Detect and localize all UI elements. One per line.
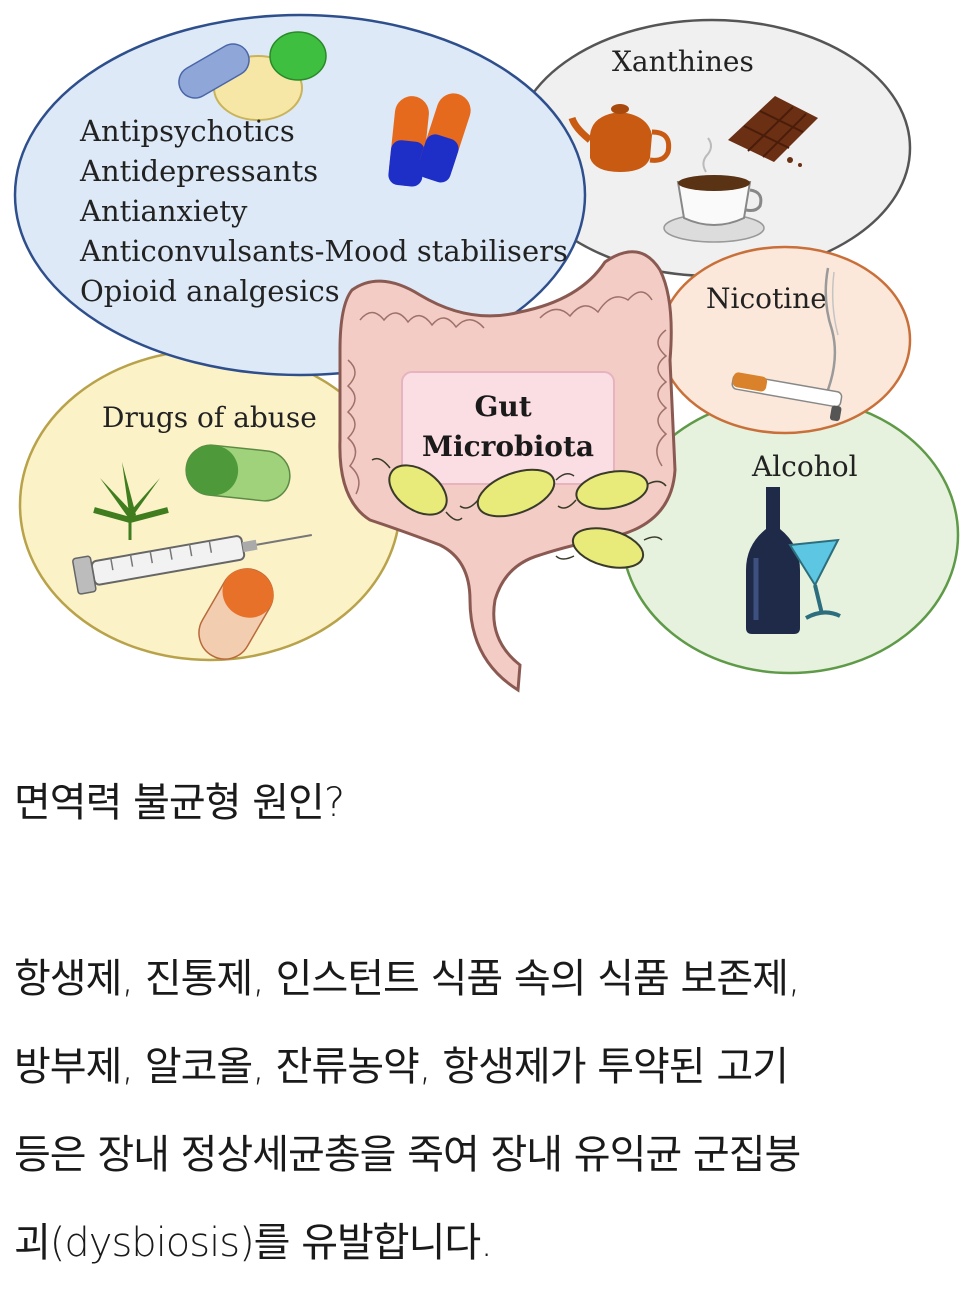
psychotropic-item: Antidepressants <box>79 154 318 188</box>
center-label-line: Microbiota <box>422 430 594 463</box>
alcohol-label: Alcohol <box>751 450 858 483</box>
syringe-icon <box>72 534 312 595</box>
psychotropic-item: Antipsychotics <box>79 114 295 148</box>
svg-text:Antipsychotics Antidepress: Antipsychotics Antidepressants Antianxie… <box>79 114 577 308</box>
psychotropic-item: Anticonvulsants-Mood stabilisers <box>79 234 568 268</box>
pill-capsule-icon <box>178 31 471 187</box>
wine-bottle-icon <box>746 487 800 634</box>
cigarette-icon <box>731 267 843 422</box>
cannabis-leaf-icon <box>93 462 169 540</box>
psychotropic-item: Antianxiety <box>79 194 248 228</box>
gut-microbiota-diagram: Antipsychotics Antidepressants Antianxie… <box>13 13 960 693</box>
intestine-icon <box>338 250 677 693</box>
cocktail-glass-icon <box>788 538 841 620</box>
psychotropic-item: Opioid analgesics <box>80 274 340 308</box>
pill-capsule-icon <box>185 444 291 502</box>
article-line: 괴(dysbiosis)를 유발합니다. <box>14 1220 493 1266</box>
chocolate-icon <box>728 96 818 167</box>
article-question: 면역력 불균형 원인? <box>14 780 345 826</box>
nicotine-circle <box>658 245 912 435</box>
xanthines-label: Xanthines <box>612 45 754 78</box>
article-line: 방부제, 알코올, 잔류농약, 항생제가 투약된 고기 <box>14 1044 789 1090</box>
bacteria-icon <box>388 464 649 569</box>
teapot-icon <box>568 104 672 172</box>
drugs-label: Drugs of abuse <box>102 401 317 434</box>
article-line: 항생제, 진통제, 인스턴트 식품 속의 식품 보존제, <box>14 956 801 1002</box>
center-label-line: Gut <box>475 390 532 423</box>
nicotine-label: Nicotine <box>706 282 827 315</box>
pill-capsule-icon <box>198 568 274 660</box>
coffee-cup-icon <box>663 137 765 243</box>
article-body: 항생제, 진통제, 인스턴트 식품 속의 식품 보존제, 방부제, 알코올, 잔… <box>14 935 954 1287</box>
svg-text:Gut Microbiota: Gut Microbiota <box>422 390 594 463</box>
article-line: 등은 장내 정상세균총을 죽여 장내 유익균 군집붕 <box>14 1132 801 1178</box>
